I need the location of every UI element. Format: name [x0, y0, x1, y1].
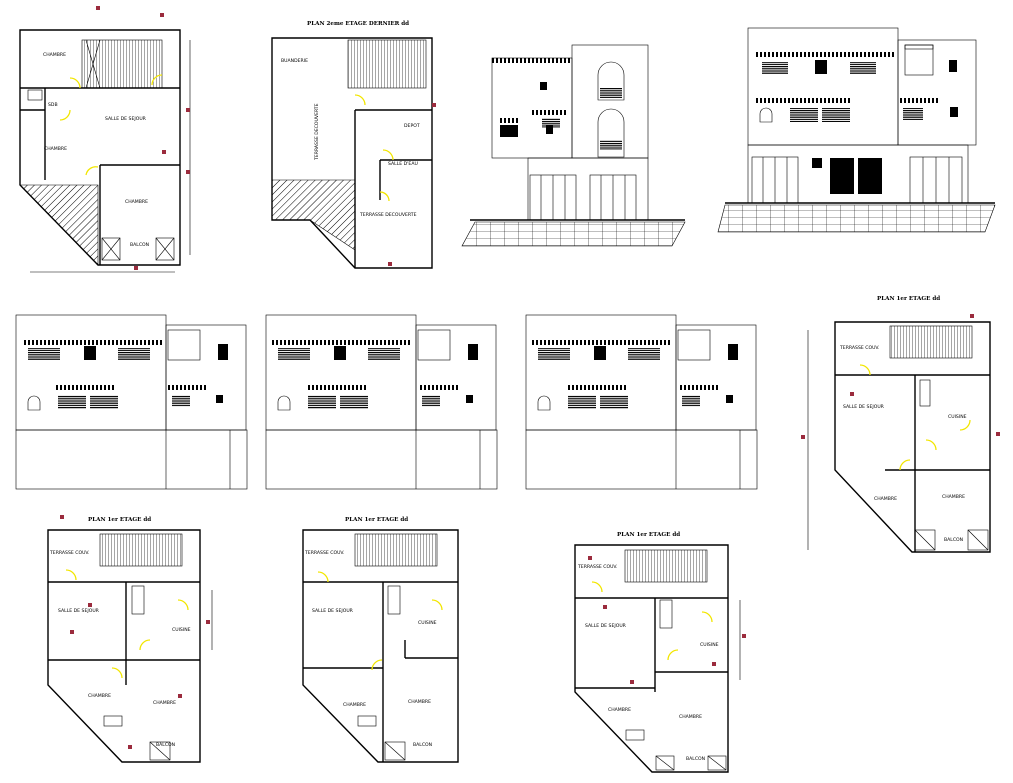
plan-c-room-label: BALCON: [944, 537, 963, 543]
plan-a-room-label: SALLE DE SEJOUR: [105, 116, 147, 122]
plan-d-title: PLAN 1er ETAGE dd: [88, 517, 151, 523]
plan-f-staircase: [624, 549, 708, 583]
plan-e-title: PLAN 1er ETAGE dd: [345, 517, 408, 523]
plan-d: PLAN 1er ETAGE dd TERRASSE COUV. SALLE D…: [47, 515, 213, 763]
plan-d-outline: [47, 529, 201, 763]
plan-f: PLAN 1er ETAGE dd TERRASSE COUV. SALLE D…: [574, 532, 746, 773]
plan-b-room-label: DEPOT: [404, 123, 420, 129]
plan-d-room-label: CHAMBRE: [153, 700, 176, 706]
plan-d-staircase: [99, 533, 183, 567]
elevation-3: [15, 314, 248, 490]
plan-e: PLAN 1er ETAGE dd TERRASSE COUV. SALLE D…: [302, 517, 459, 763]
plan-c-room-label: CHAMBRE: [874, 496, 897, 502]
plan-e-room-label: SALLE DE SEJOUR: [312, 608, 354, 614]
plan-f-room-label: SALLE DE SEJOUR: [585, 623, 627, 629]
plan-b-hatched-terrace: [271, 179, 356, 251]
plan-b-room-label: BUANDERIE: [281, 58, 308, 64]
elevation-4: [265, 314, 498, 490]
plan-c-room-label: TERRASSE COUV.: [839, 345, 879, 351]
plan-a-room-label: SDB: [48, 102, 58, 108]
plan-e-room-label: TERRASSE COUV.: [304, 550, 344, 556]
plan-f-title: PLAN 1er ETAGE dd: [617, 532, 680, 538]
plan-a-room-label: BALCON: [130, 242, 149, 248]
plan-b-title: PLAN 2eme ETAGE DERNIER dd: [307, 21, 409, 27]
plan-f-room-label: TERRASSE COUV.: [577, 564, 617, 570]
plan-a-room-label: CHAMBRE: [44, 146, 67, 152]
plan-c-outline: [834, 321, 991, 553]
plan-c-staircase: [889, 325, 973, 359]
elevation-2: [717, 27, 996, 233]
plan-a: CHAMBRE SDB SALLE DE SEJOUR CHAMBRE CHAM…: [19, 6, 191, 273]
plan-a-outline: [19, 29, 181, 266]
plan-c-room-label: SALLE DE SEJOUR: [843, 404, 885, 410]
plan-d-room-label: BALCON: [156, 742, 175, 748]
plan-e-room-label: CUISINE: [418, 620, 437, 626]
plan-e-outline: [302, 529, 459, 763]
plan-c-room-label: CHAMBRE: [942, 494, 965, 500]
plan-b-room-label: TERRASSE DECOUVERTE: [359, 212, 417, 218]
plan-f-room-label: CUISINE: [700, 642, 719, 648]
plan-b-room-label: SALLE D'EAU: [388, 161, 418, 167]
plan-e-staircase: [354, 533, 438, 567]
elevation-1: [461, 44, 686, 247]
plan-f-room-label: CHAMBRE: [608, 707, 631, 713]
plan-f-room-label: BALCON: [686, 756, 705, 762]
elevation-5: [525, 314, 758, 490]
plan-c: PLAN 1er ETAGE dd TERRASSE COUV. SALLE D…: [801, 296, 1000, 553]
plan-f-room-label: CHAMBRE: [679, 714, 702, 720]
plan-b: PLAN 2eme ETAGE DERNIER dd BUANDERIE TER…: [271, 21, 436, 269]
plan-e-room-label: CHAMBRE: [343, 702, 366, 708]
plan-b-room-label: TERRASSE DECOUVERTE: [314, 103, 320, 161]
plan-f-outline: [574, 544, 729, 773]
plan-c-room-label: CUISINE: [948, 414, 967, 420]
plan-a-room-label: CHAMBRE: [125, 199, 148, 205]
plan-c-title: PLAN 1er ETAGE dd: [877, 296, 940, 302]
plan-d-room-label: CHAMBRE: [88, 693, 111, 699]
plan-e-room-label: BALCON: [413, 742, 432, 748]
plan-a-hatched-terrace: [19, 184, 99, 266]
plan-d-room-label: SALLE DE SEJOUR: [58, 608, 100, 614]
plan-e-room-label: CHAMBRE: [408, 699, 431, 705]
plan-a-room-label: CHAMBRE: [43, 52, 66, 58]
plan-a-staircase: [81, 39, 163, 89]
plan-d-room-label: TERRASSE COUV.: [49, 550, 89, 556]
plan-b-staircase: [347, 39, 427, 89]
plan-d-room-label: CUISINE: [172, 627, 191, 633]
